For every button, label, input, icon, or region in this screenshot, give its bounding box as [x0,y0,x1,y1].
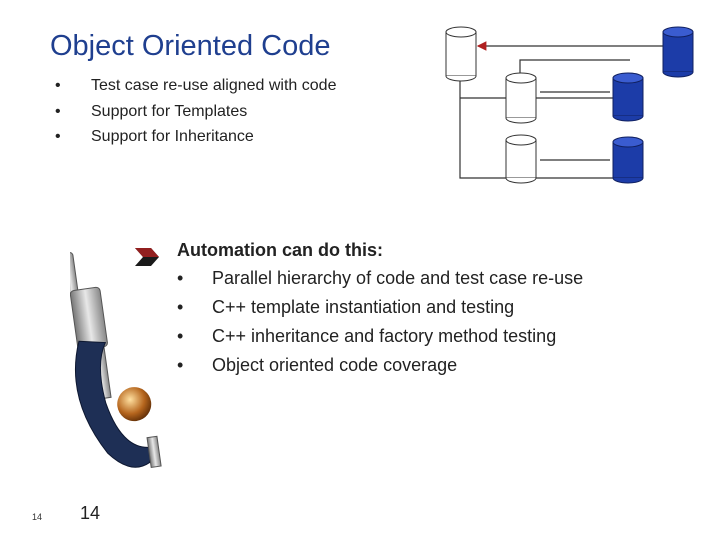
database-icon-blue-bottom [612,136,644,184]
bullet-text: Object oriented code coverage [212,355,458,375]
slide-title: Object Oriented Code [50,30,331,62]
database-icon-blue-mid [612,72,644,122]
connector-lines [459,41,676,179]
bullet-glyph: • [55,128,61,145]
bullet-text: Parallel hierarchy of code and test case… [212,268,584,288]
micrometer-illustration [70,252,162,468]
bullet-text: C++ inheritance and factory method testi… [212,326,557,346]
chevron-right-icon [135,248,159,266]
bullet-glyph: • [177,297,184,317]
bullet-glyph: • [177,326,184,346]
bullet-text: C++ template instantiation and testing [212,297,515,317]
database-hierarchy-diagram [445,26,694,184]
database-icon-white-top [445,26,477,82]
bullet-text: Support for Templates [91,102,248,120]
slide-number-large: 14 [80,503,101,523]
bullet-text: Support for Inheritance [91,128,254,145]
database-icon-blue-top [662,26,694,78]
database-icon-white-bottom [505,134,537,184]
bullet-text: Test case re-use aligned with code [91,77,337,94]
automation-heading: Automation can do this: [177,240,383,260]
bullet-glyph: • [177,268,184,288]
bullet-glyph: • [177,355,184,375]
bullet-glyph: • [55,102,61,120]
slide-number-small: 14 [32,512,43,522]
database-icon-white-mid [505,72,537,124]
bullet-glyph: • [55,77,61,94]
